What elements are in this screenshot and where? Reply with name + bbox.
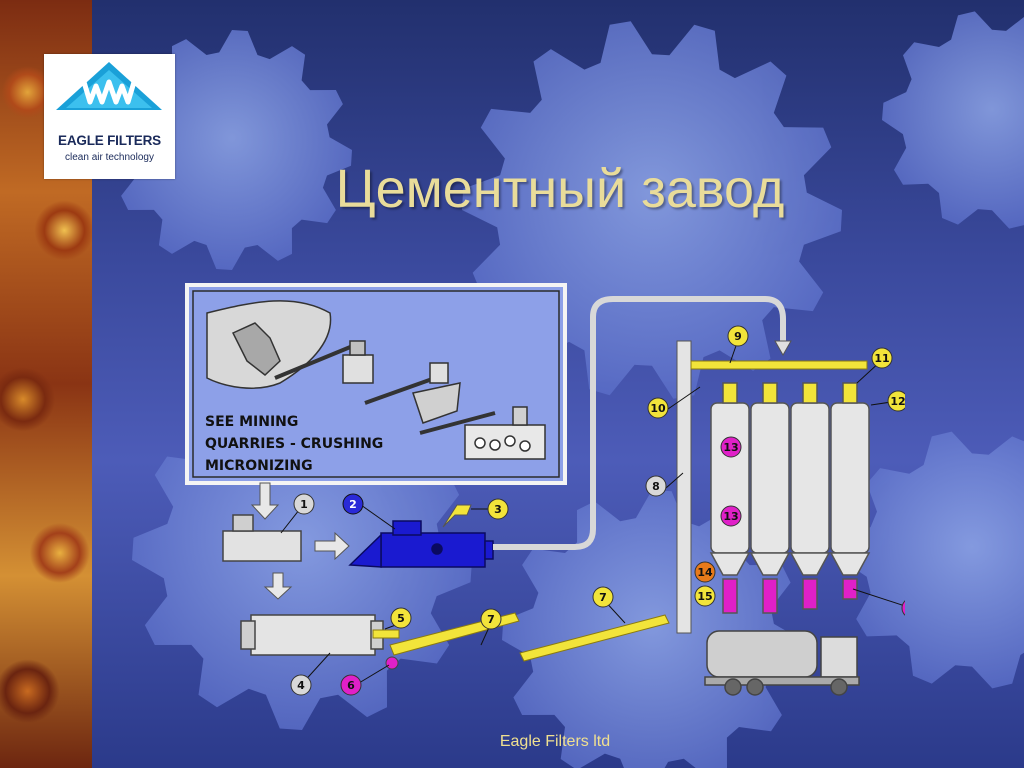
- marker-13b: 13: [720, 505, 742, 527]
- quarry-illustration: [206, 300, 546, 460]
- cement-truck: [704, 630, 860, 696]
- svg-text:16: 16: [904, 602, 905, 615]
- svg-text:11: 11: [874, 352, 889, 365]
- cement-plant-diagram: SEE MINING QUARRIES - CRUSHING MICRONIZI…: [185, 283, 905, 696]
- svg-text:15: 15: [697, 590, 712, 603]
- svg-text:13: 13: [723, 441, 738, 454]
- marker-7b: 7: [592, 586, 614, 608]
- svg-text:14: 14: [697, 566, 713, 579]
- svg-text:7: 7: [599, 591, 607, 604]
- blue-mill-unit: [348, 520, 494, 568]
- marker-13a: 13: [720, 436, 742, 458]
- top-distribution-conveyor: [690, 360, 868, 370]
- marker-9: 9: [727, 325, 749, 347]
- svg-text:3: 3: [494, 503, 502, 516]
- marker-10: 10: [647, 397, 669, 419]
- marker-16: 16: [901, 600, 905, 616]
- yellow-conveyor: [372, 612, 670, 662]
- numbered-markers: 1 2 3 4 5 6 7 7 8 9 10 11 12 13 13 14 15…: [290, 325, 905, 696]
- bucket-elevator: [676, 340, 692, 634]
- marker-3: 3: [487, 498, 509, 520]
- marker-12: 12: [887, 390, 905, 412]
- logo-tagline: clean air technology: [65, 152, 154, 163]
- slide-title: Цементный завод: [335, 159, 785, 219]
- svg-text:13: 13: [723, 510, 738, 523]
- eagle-filters-logo-icon: [56, 62, 162, 110]
- flow-arrows: [250, 482, 350, 600]
- marker-14: 14: [694, 561, 716, 583]
- gear-shape: [882, 11, 1024, 229]
- svg-text:1: 1: [300, 498, 308, 511]
- svg-text:6: 6: [347, 679, 355, 692]
- marker-1: 1: [293, 493, 315, 515]
- marker-6: 6: [340, 674, 362, 696]
- marker-11: 11: [871, 347, 893, 369]
- marker-15: 15: [694, 585, 716, 607]
- crusher-unit: [222, 514, 302, 562]
- company-logo: EAGLE FILTERS clean air technology: [44, 54, 175, 179]
- quarry-note-line-3: MICRONIZING: [205, 458, 313, 474]
- slide-footer: Eagle Filters ltd: [499, 733, 611, 750]
- svg-text:8: 8: [652, 480, 660, 493]
- marker-4: 4: [290, 674, 312, 696]
- kiln-unit: [240, 614, 384, 656]
- marker-8: 8: [645, 475, 667, 497]
- svg-text:9: 9: [734, 330, 742, 343]
- svg-text:4: 4: [297, 679, 305, 692]
- marker-2: 2: [342, 493, 364, 515]
- svg-text:7: 7: [487, 613, 495, 626]
- logo-name: EAGLE FILTERS: [58, 133, 161, 148]
- svg-text:10: 10: [650, 402, 666, 415]
- silo-group: [709, 382, 871, 614]
- quarry-note-line-2: QUARRIES - CRUSHING: [205, 436, 383, 452]
- quarry-note-line-1: SEE MINING: [205, 414, 298, 430]
- marker-7a: 7: [480, 608, 502, 630]
- svg-text:5: 5: [397, 612, 405, 625]
- marker-5: 5: [390, 607, 412, 629]
- svg-text:12: 12: [890, 395, 905, 408]
- svg-text:2: 2: [349, 498, 357, 511]
- gear-shape: [842, 431, 1024, 689]
- pneumatic-pipe: [493, 296, 786, 550]
